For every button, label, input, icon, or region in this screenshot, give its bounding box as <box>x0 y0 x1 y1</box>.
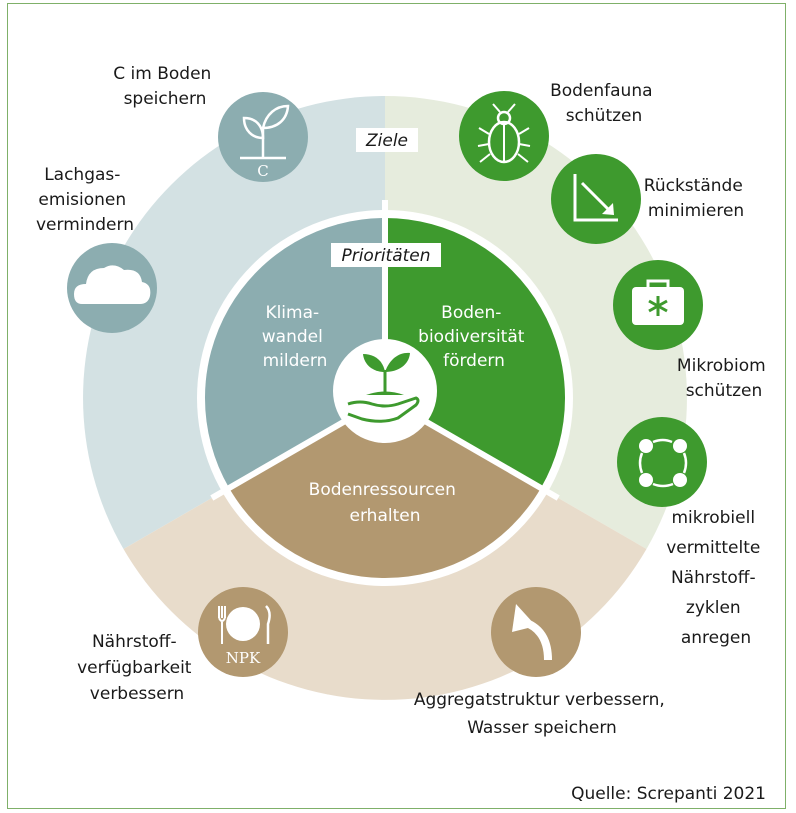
priority-sector-climate <box>204 218 385 488</box>
plant-in-hand-icon <box>333 339 437 443</box>
goal-label-carbon: C im Boden speichern <box>113 64 216 109</box>
cycle-icon <box>617 417 707 507</box>
goal-label-fauna: Bodenfauna schützen <box>550 81 658 126</box>
declining-arrow-icon <box>551 154 641 244</box>
goal-label-residues: Rückstände minimieren <box>644 176 748 221</box>
goals-tag-box <box>356 128 418 152</box>
goal-label-nitrous: Lachgas- emisionen vermindern <box>36 165 134 235</box>
goals-tag: Ziele <box>365 131 408 151</box>
priority-sector-biodiversity <box>385 218 566 488</box>
priorities-tag-box <box>331 243 441 267</box>
priority-label-climate: Klima- wandel mildern <box>262 303 328 371</box>
goal-label-cycles: mikrobiell vermittelte Nährstoff- zyklen… <box>666 508 766 648</box>
beetle-icon <box>459 91 549 181</box>
cloud-icon <box>67 243 157 333</box>
medical-kit-icon <box>613 260 703 350</box>
plate-cutlery-icon: NPK <box>198 587 288 677</box>
goal-label-microbiome: Mikrobiom schützen <box>677 356 771 401</box>
figure-frame <box>7 3 786 809</box>
priorities-tag: Prioritäten <box>341 246 430 266</box>
priority-label-biodiversity: Boden- biodiversität fördern <box>418 303 530 371</box>
carbon-icon-text: C <box>257 162 268 180</box>
priority-label-resources: Bodenressourcen erhalten <box>309 480 462 526</box>
goal-label-aggregate: Aggregatstruktur verbessern, Wasser spei… <box>414 690 670 738</box>
curved-arrow-icon <box>491 587 581 677</box>
source-note: Quelle: Screpanti 2021 <box>571 784 766 804</box>
goal-label-nutrients: Nährstoff- verfügbarkeit verbessern <box>77 632 197 704</box>
seedling-carbon-icon: C <box>218 92 308 182</box>
npk-icon-text: NPK <box>226 649 261 667</box>
